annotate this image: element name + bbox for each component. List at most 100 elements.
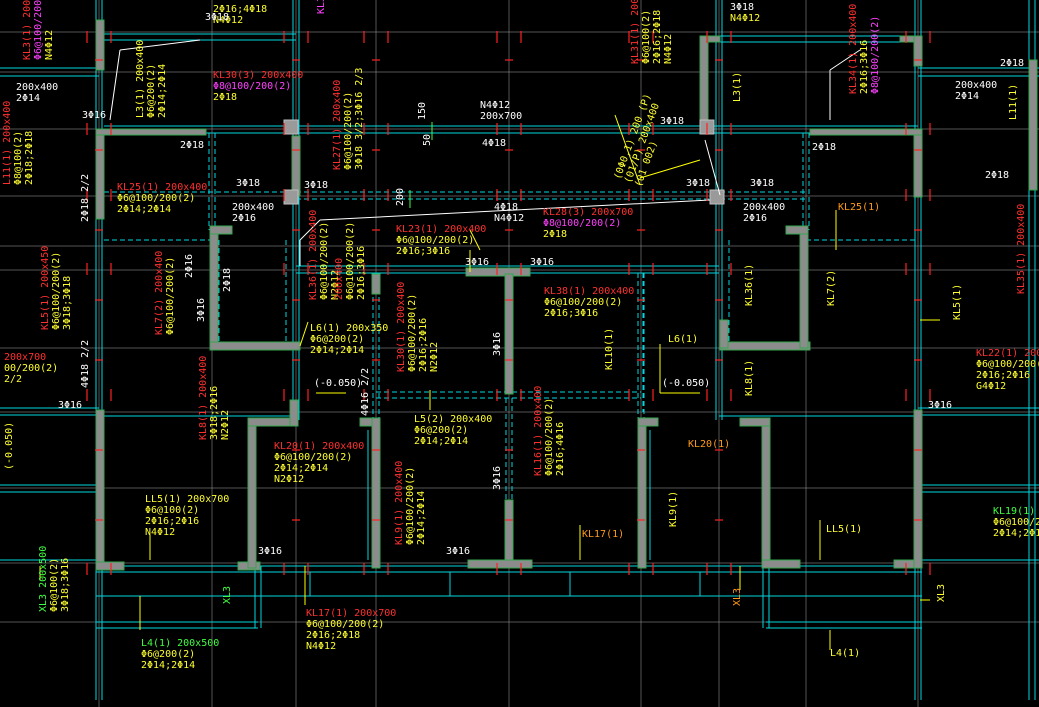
annotation-14: 3Φ18 [660,116,684,127]
annotation-line: 3Φ18 [304,180,328,191]
annotation-line: 3Φ18 [730,2,754,13]
annotation-line: KL35(1) 200x400 [1016,204,1027,294]
annotation-line: 150 [417,102,428,120]
annotation-line: 3Φ18;2Φ16 [209,386,220,440]
annotation-line: 50 [422,134,433,146]
vannotation-12: KL7(2) 200x400Φ6@100/200(2) [154,251,176,335]
annotation-line: 2Φ18 [543,229,567,240]
annotation-line: L6(1) 200x350 [310,323,388,334]
annotation-line: KL28(3) 200x700 [543,207,633,218]
annotation-line: N4Φ12 [480,100,510,111]
vannotation-33: KL9(1) 200x400Φ6@100/200(2)2Φ14;2Φ14 [394,461,427,545]
vannotation-8: L11(1) 200x400Φ8@100(2)2Φ18;2Φ18 [2,101,35,185]
vannotation-31: KL16(1) 200x400Φ6@100/200(2)2Φ16;4Φ16 [533,386,566,476]
annotation-39: 3Φ16 [928,400,952,411]
annotation-line: Φ6@100/200(2) [274,452,352,463]
vannotation-26: KL5(1) [952,284,963,320]
annotation-line: L4(1) [830,648,860,659]
annotation-line: 2Φ16;4Φ16 [555,422,566,476]
annotation-line: 00/200(2) [4,363,58,374]
annotation-line: L11(1) [1008,84,1019,120]
vannotation-20: 200x400Φ6@100/200(2)2Φ16;3Φ16 [334,222,367,300]
annotation-line: Φ6@100/200(2) [407,294,418,372]
annotation-line: Φ6@200(2) [146,64,157,118]
annotation-line: 4Φ18 2/2 [80,340,91,388]
annotation-line: KL25(1) [838,202,880,213]
vannotation-29: KL8(1) 200x4003Φ18;2Φ16N2Φ12 [198,356,231,440]
annotation-line: Φ6@100/200(2) [117,193,195,204]
annotation-line: (-0.050) [662,378,710,389]
annotation-15: 2Φ18 [812,142,836,153]
annotation-line: KL5(1) 200x450 [40,246,51,330]
annotation-line: Φ6@100/200(2) [544,398,555,476]
vannotation-37: XL3 [732,588,743,606]
annotation-line: 200x400 [232,202,274,213]
annotation-line: 2Φ16 [184,254,195,278]
vannotation-28: KL8(1) [744,360,755,396]
annotation-line: 2Φ16;4Φ18 [213,4,267,15]
annotation-8: 2Φ18 [180,140,204,151]
annotation-line: 2Φ14;2Φ14 [993,528,1039,539]
annotation-line: 2Φ16 [743,213,767,224]
annotation-line: KL36(1) [744,264,755,306]
annotation-35: (-0.050) [662,378,710,389]
annotation-line: KL22(1) 200x700 [976,348,1039,359]
annotation-line: N4Φ12 [663,34,674,64]
vannotation-23: KL36(1) [744,264,755,306]
annotation-line: LL5(1) 200x700 [145,494,229,505]
annotation-line: KL27(1) 200x400 [332,80,343,170]
annotation-line: Φ6@100/200(2) [976,359,1039,370]
annotation-line: Φ6@100/2 [993,517,1039,528]
annotation-line: 3Φ16 [465,257,489,268]
annotation-24: 200 [395,188,406,206]
annotation-line: Φ6@100/200(2) [345,222,356,300]
annotation-line: Φ6@100/200(2) [544,297,622,308]
annotation-line: KL7(2) 200x400 [154,251,165,335]
annotation-line: (-0.050) [4,422,15,470]
annotation-line: L4(1) 200x500 [141,638,219,649]
annotation-23: 3Φ18 [750,178,774,189]
vannotation-6: KL34(1) 200x4002Φ16;3Φ16Φ8@100/200(2) [848,4,881,94]
annotation-line: 4Φ18 [482,138,506,149]
vannotation-18: (-0.050) [4,422,15,470]
annotation-line: KL23(1) 200x400 [396,224,486,235]
annotation-29: 3Φ16 [465,257,489,268]
annotation-line: 3Φ18 [660,116,684,127]
vannotation-34: KL9(1) [668,491,679,527]
annotation-line: N4Φ12 [494,213,524,224]
annotation-line: (-0.050) [314,378,362,389]
annotation-line: KL20(1) 200x400 [274,441,364,452]
annotation-line: XL3 200x500 [38,546,49,612]
annotation-line: KL3 [316,0,327,14]
annotation-line: KL20(1) [688,439,730,450]
annotation-line: KL10(1) [604,328,615,370]
vannotation-21: KL30(1) 200x400Φ6@100/200(2)2Φ16;2Φ16N2Φ… [396,282,440,372]
annotation-10: 150 [417,102,428,120]
vannotation-7: L11(1) [1008,84,1019,120]
annotation-line: 2Φ16 [232,213,256,224]
vannotation-19: KL36(1) 200x400Φ6@100/200(2)N2Φ12 [308,210,341,300]
vannotation-36: XL3 [222,586,233,604]
annotation-line: L11(1) 200x400 [2,101,13,185]
vannotation-30: 4Φ16 2/2 [360,368,371,416]
annotation-line: 3Φ18;3Φ16 [60,558,71,612]
annotation-line: 3Φ16 [82,110,106,121]
annotation-line: Φ6@100/200(2) [165,257,176,335]
annotation-line: Φ6@100(2) [145,505,199,516]
annotation-line: N2Φ12 [220,410,231,440]
annotation-42: KL20(1) [688,439,730,450]
annotation-line: 2Φ14;2Φ14 [117,204,171,215]
vannotation-32: 3Φ16 [492,466,503,490]
annotation-line: 2Φ16;2Φ18 [652,10,663,64]
